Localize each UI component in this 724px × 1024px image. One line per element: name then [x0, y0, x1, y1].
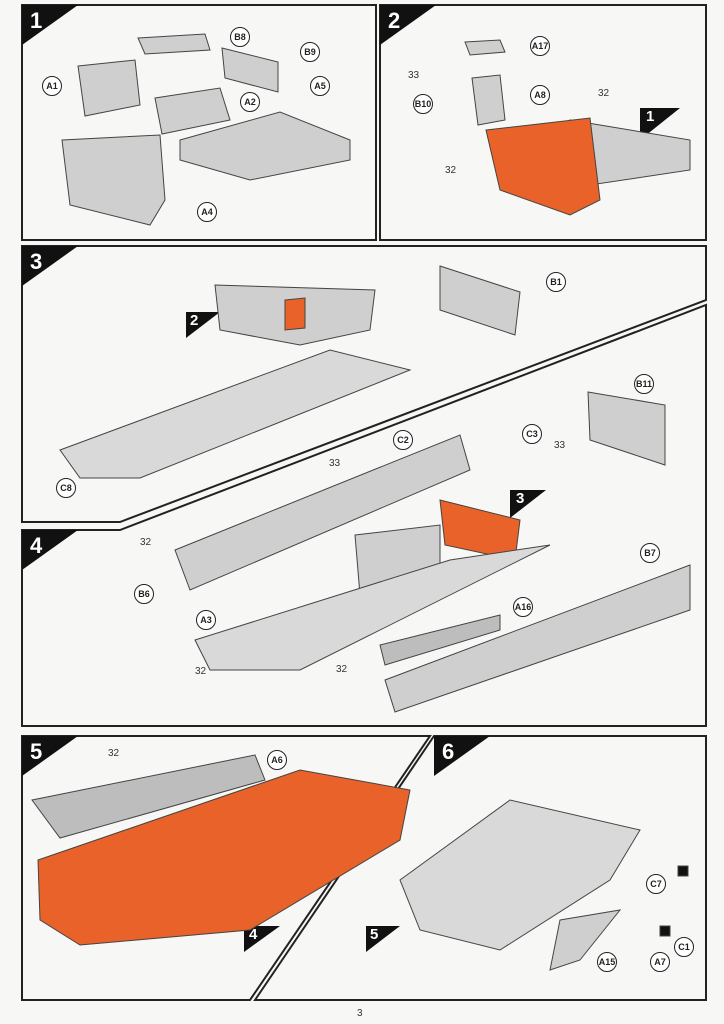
ref-badge: 4	[249, 926, 258, 943]
part-number: 32	[598, 88, 610, 99]
part-number: 32	[445, 165, 457, 176]
step-number: 6	[442, 739, 455, 764]
step-number: 5	[30, 739, 43, 764]
part-callout: B8	[230, 27, 250, 47]
step-number: 4	[30, 533, 43, 558]
part-callout: B6	[134, 584, 154, 604]
part-callout: A15	[597, 952, 617, 972]
part-callout: B9	[300, 42, 320, 62]
step-number: 3	[30, 249, 43, 274]
part-callout: A3	[196, 610, 216, 630]
part-callout: C2	[393, 430, 413, 450]
part-number: 32	[336, 664, 348, 675]
step-2-frame	[379, 4, 707, 241]
step-1-frame	[21, 4, 377, 241]
part-number: 32	[195, 666, 207, 677]
part-callout: A5	[310, 76, 330, 96]
part-callout: C3	[522, 424, 542, 444]
step-4-frame	[21, 303, 707, 727]
part-callout: C1	[674, 937, 694, 957]
step-5-frame	[21, 735, 432, 1001]
step-6-frame	[253, 735, 707, 1001]
part-callout: A4	[197, 202, 217, 222]
ref-badge: 1	[646, 108, 655, 125]
part-number: 33	[408, 70, 420, 81]
ref-badge: 5	[370, 926, 379, 943]
part-callout: A2	[240, 92, 260, 112]
part-number: 33	[329, 458, 341, 469]
part-callout: B11	[634, 374, 654, 394]
part-callout: B1	[546, 272, 566, 292]
page-number: 3	[357, 1008, 363, 1019]
step-number: 2	[388, 8, 401, 33]
step-number: 1	[30, 8, 43, 33]
part-callout: A6	[267, 750, 287, 770]
part-callout: C8	[56, 478, 76, 498]
part-callout: A17	[530, 36, 550, 56]
part-number: 32	[140, 537, 152, 548]
part-callout: C7	[646, 874, 666, 894]
ref-badge: 2	[190, 312, 199, 329]
ref-badge: 3	[516, 490, 525, 507]
part-callout: A16	[513, 597, 533, 617]
part-callout: A8	[530, 85, 550, 105]
part-callout: B7	[640, 543, 660, 563]
part-callout: A1	[42, 76, 62, 96]
step-3-frame	[21, 245, 707, 523]
part-callout: B10	[413, 94, 433, 114]
part-number: 33	[554, 440, 566, 451]
part-callout: A7	[650, 952, 670, 972]
part-number: 32	[108, 748, 120, 759]
